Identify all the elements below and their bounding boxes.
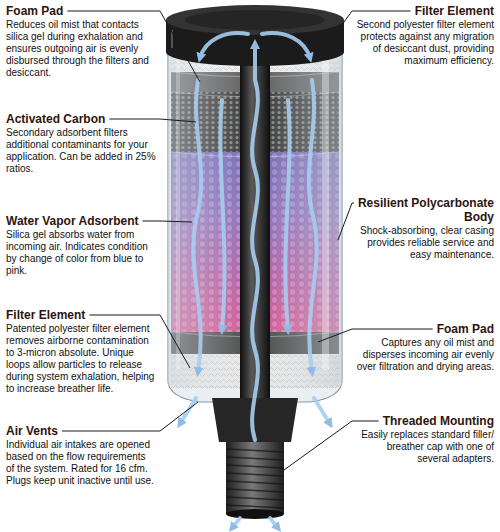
part-name: Filter Element bbox=[6, 308, 156, 322]
part-description: Reduces oil mist that contacts silica ge… bbox=[6, 19, 156, 79]
air-flow-arrows bbox=[180, 33, 330, 528]
part-description: Patented polyester filter element remove… bbox=[6, 323, 156, 395]
part-name: Filter Element bbox=[356, 4, 494, 18]
part-description: Silica gel absorbs water from incoming a… bbox=[6, 229, 156, 277]
part-name: Activated Carbon bbox=[6, 112, 156, 126]
threaded-mounting bbox=[212, 398, 298, 519]
leader-line bbox=[338, 203, 354, 240]
part-name: Resilient Polycarbonate Body bbox=[356, 196, 494, 224]
part-name: Foam Pad bbox=[6, 4, 156, 18]
part-description: Second polyester filter element protects… bbox=[356, 19, 494, 67]
part-description: Individual air intakes are opened based … bbox=[6, 439, 156, 487]
part-name: Water Vapor Adsorbent bbox=[6, 214, 156, 228]
leader-line bbox=[62, 402, 198, 431]
center-tube bbox=[240, 26, 270, 446]
leader-line bbox=[109, 119, 196, 122]
part-name: Foam Pad bbox=[356, 322, 494, 336]
part-name: Threaded Mounting bbox=[356, 414, 494, 428]
leader-line bbox=[142, 221, 192, 222]
part-description: Captures any oil mist and disperses inco… bbox=[356, 337, 494, 373]
part-description: Easily replaces standard filler/ breathe… bbox=[356, 429, 494, 465]
leader-line bbox=[284, 421, 379, 470]
part-description: Shock-absorbing, clear casing provides r… bbox=[356, 225, 494, 261]
part-description: Secondary adsorbent filters additional c… bbox=[6, 127, 156, 175]
part-name: Air Vents bbox=[6, 424, 156, 438]
